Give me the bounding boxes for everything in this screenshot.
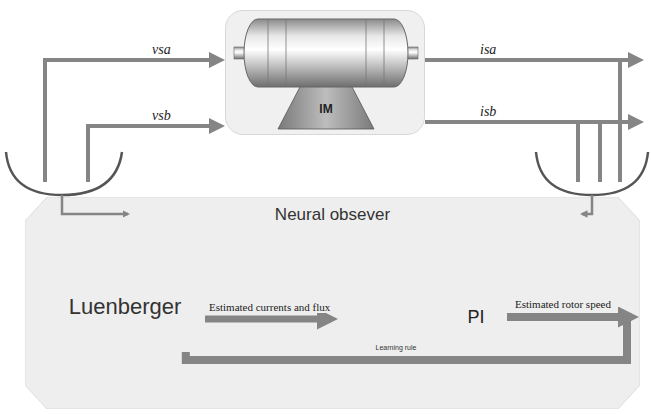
mux-bowl [536,152,648,195]
mux-bowl [6,152,122,195]
signal-wire [618,60,622,182]
signal-wire [425,120,640,124]
motor-box: IM [225,10,425,135]
network-caption: Learning rule [376,344,417,351]
block-label: PI [467,307,484,328]
signal-wire [45,60,221,182]
signal-name: isa [478,42,498,58]
signal-wire [62,195,128,214]
signal-name: isb [478,104,498,120]
motor-illustration [226,11,426,136]
signal-name: vsb [150,108,173,124]
motor-label: IM [319,102,332,116]
signal-name: vsa [150,42,173,58]
feedback-line [186,317,627,360]
block-label: Luenberger [69,294,182,320]
output-label: Estimated rotor speed [513,298,613,310]
signal-wire [598,122,602,182]
edge-label: Estimated currents and flux [207,301,333,313]
signal-wire [88,126,221,182]
output-arrow [507,314,632,321]
panel-title: Neural obsever [275,205,390,225]
signal-arrow [205,316,331,323]
signal-wire [576,122,580,182]
signal-wire [425,58,640,62]
signal-wire [582,195,592,214]
